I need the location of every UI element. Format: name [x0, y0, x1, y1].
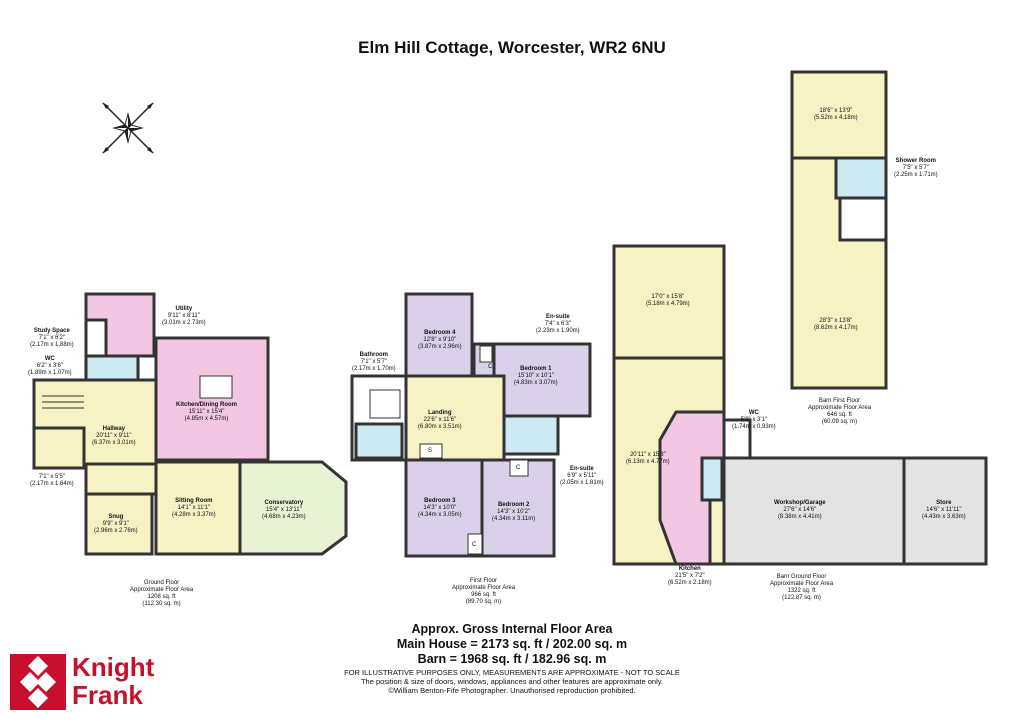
- page-title: Elm Hill Cottage, Worcester, WR2 6NU: [358, 38, 666, 57]
- room-barn-stairs: [838, 196, 888, 242]
- store-mark-landing: S: [428, 448, 433, 454]
- area-summary: Approx. Gross Internal Floor Area Main H…: [300, 622, 724, 667]
- cupboard-mark-bedroom1: C: [488, 364, 493, 370]
- knight-frank-logo: Knight Frank: [10, 654, 160, 714]
- room-ensuite2: [502, 414, 560, 456]
- cupboard-mark-bedroom3: C: [472, 542, 477, 548]
- room-porch: [32, 426, 86, 470]
- room-barn-wc-fixture: [700, 456, 724, 502]
- room-workshop: [722, 456, 906, 566]
- room-label-barn-ground-main: 20'11" x 15'8"(6.13m x 4.77m): [626, 452, 670, 465]
- room-label-barn-upper-top: 18'6" x 13'9"(5.52m x 4.18m): [814, 108, 858, 121]
- summary-main-house: Main House = 2173 sq. ft / 202.00 sq. m: [396, 637, 628, 651]
- room-study: [84, 318, 108, 358]
- logo-text-knight: Knight: [72, 652, 155, 682]
- room-bedroom4: [404, 292, 474, 378]
- room-store: [902, 456, 988, 566]
- room-label-barn-upper-main: 28'3" x 13'8"(8.62m x 4.17m): [814, 318, 858, 331]
- compass-icon: [102, 102, 154, 154]
- room-label-barn-ground-top: 17'0" x 15'8"(5.18m x 4.79m): [646, 294, 690, 307]
- room-conservatory: [238, 460, 348, 556]
- room-kitchen-dining: [154, 336, 270, 462]
- room-shower: [834, 156, 888, 200]
- ground-floor-plan: [32, 292, 348, 556]
- room-barn-wc: [722, 418, 752, 460]
- room-wc: [84, 354, 140, 382]
- logo-mark-icon: [10, 654, 66, 710]
- room-hall-lower: [84, 462, 158, 496]
- cupboard-mark-bedroom2: C: [516, 465, 521, 471]
- room-label-porch: 7'1" x 5'5"(2.17m x 1.64m): [30, 474, 74, 487]
- summary-barn: Barn = 1968 sq. ft / 182.96 sq. m: [417, 652, 607, 666]
- room-barn-upper-top: [790, 70, 888, 160]
- disclaimer: FOR ILLUSTRATIVE PURPOSES ONLY, MEASUREM…: [344, 668, 680, 695]
- barn-first-floor-plan: [790, 70, 888, 390]
- room-snug: [84, 490, 154, 556]
- barn-ground-floor-plan: [612, 244, 988, 566]
- room-bath-fixture: [354, 422, 404, 460]
- room-sitting: [154, 460, 242, 556]
- summary-heading: Approx. Gross Internal Floor Area: [411, 622, 613, 636]
- logo-text-frank: Frank: [72, 680, 143, 710]
